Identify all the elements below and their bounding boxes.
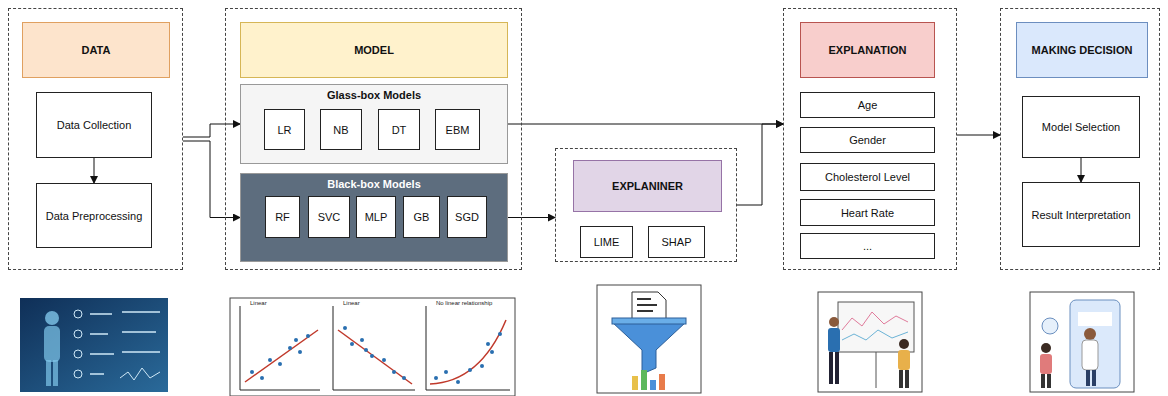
flow-arrow (1081, 158, 1082, 182)
plot-title: Linear (250, 300, 267, 306)
decision-illustration (1030, 292, 1134, 392)
process-box: LIME (580, 226, 633, 258)
box-label: Gender (849, 134, 886, 146)
box-label: Result Interpretation (1031, 209, 1130, 221)
process-box: Data Preprocessing (36, 183, 152, 248)
box-label: Cholesterol Level (825, 171, 910, 183)
box-label: MLP (365, 211, 388, 223)
process-box: Heart Rate (800, 199, 935, 226)
box-label: Age (858, 99, 878, 111)
box-label: SHAP (662, 236, 692, 248)
process-box: ... (800, 233, 935, 259)
flow-arrow (957, 135, 1000, 136)
box-label: SGD (455, 211, 479, 223)
flow-arrow (183, 124, 240, 137)
process-box: SGD (447, 196, 487, 238)
process-box: EBM (435, 109, 480, 150)
process-box: Data Collection (36, 92, 152, 158)
box-label: Data Collection (57, 119, 132, 131)
process-box: Result Interpretation (1022, 182, 1140, 247)
box-label: Data Preprocessing (46, 210, 143, 222)
analysis-illustration (818, 292, 922, 392)
box-label: SVC (318, 211, 341, 223)
box-label: EBM (446, 124, 470, 136)
group-heading: Glass-box Models (241, 89, 507, 101)
process-box: RF (265, 196, 300, 238)
stage-header: MAKING DECISION (1016, 22, 1148, 78)
model-group: Black-box ModelsRF SVC MLP GB SGD (240, 173, 508, 262)
box-label: Model Selection (1042, 121, 1120, 133)
flow-arrow (183, 141, 240, 218)
data-illustration (20, 298, 168, 392)
flow-arrow (94, 158, 95, 183)
process-box: LR (264, 109, 305, 150)
plot-title: Linear (343, 300, 360, 306)
process-box: Cholesterol Level (800, 163, 935, 191)
box-label: RF (275, 211, 290, 223)
box-label: GB (414, 211, 430, 223)
regression-plots (230, 298, 515, 396)
box-label: LR (277, 124, 291, 136)
stage-panel: DATA Data CollectionData Preprocessing (8, 8, 183, 270)
process-box: Model Selection (1022, 96, 1140, 158)
process-box: Gender (800, 127, 935, 153)
plot-title: No linear relationship (436, 300, 492, 306)
process-box: Age (800, 92, 935, 118)
stage-panel: EXPLANATION AgeGenderCholesterol LevelHea… (783, 8, 957, 270)
process-box: GB (403, 196, 440, 238)
stage-header: EXPLANATION (800, 22, 935, 78)
process-box: DT (378, 109, 420, 150)
funnel-illustration (597, 285, 701, 393)
process-box: SVC (308, 196, 350, 238)
flow-arrow (508, 217, 555, 218)
process-box: NB (320, 109, 362, 150)
box-label: NB (333, 124, 348, 136)
model-group: Glass-box ModelsLR NB DT EBM (240, 84, 508, 164)
box-label: DT (392, 124, 407, 136)
box-label: LIME (594, 236, 620, 248)
flow-arrow (737, 124, 783, 205)
stage-panel: EXPLANINER LIME SHAP (555, 148, 737, 262)
process-box: SHAP (648, 226, 705, 258)
group-heading: Black-box Models (241, 178, 507, 190)
stage-header: MODEL (240, 22, 508, 78)
box-label: ... (863, 240, 872, 252)
stage-header: DATA (22, 22, 170, 78)
stage-panel: MAKING DECISION Model SelectionResult Int… (1000, 8, 1160, 270)
box-label: Heart Rate (841, 207, 894, 219)
stage-header: EXPLANINER (573, 160, 722, 212)
flow-arrow (508, 124, 783, 125)
stage-panel: MODEL Glass-box ModelsLR NB DT EBM Black-box … (225, 8, 522, 270)
process-box: MLP (356, 196, 396, 238)
